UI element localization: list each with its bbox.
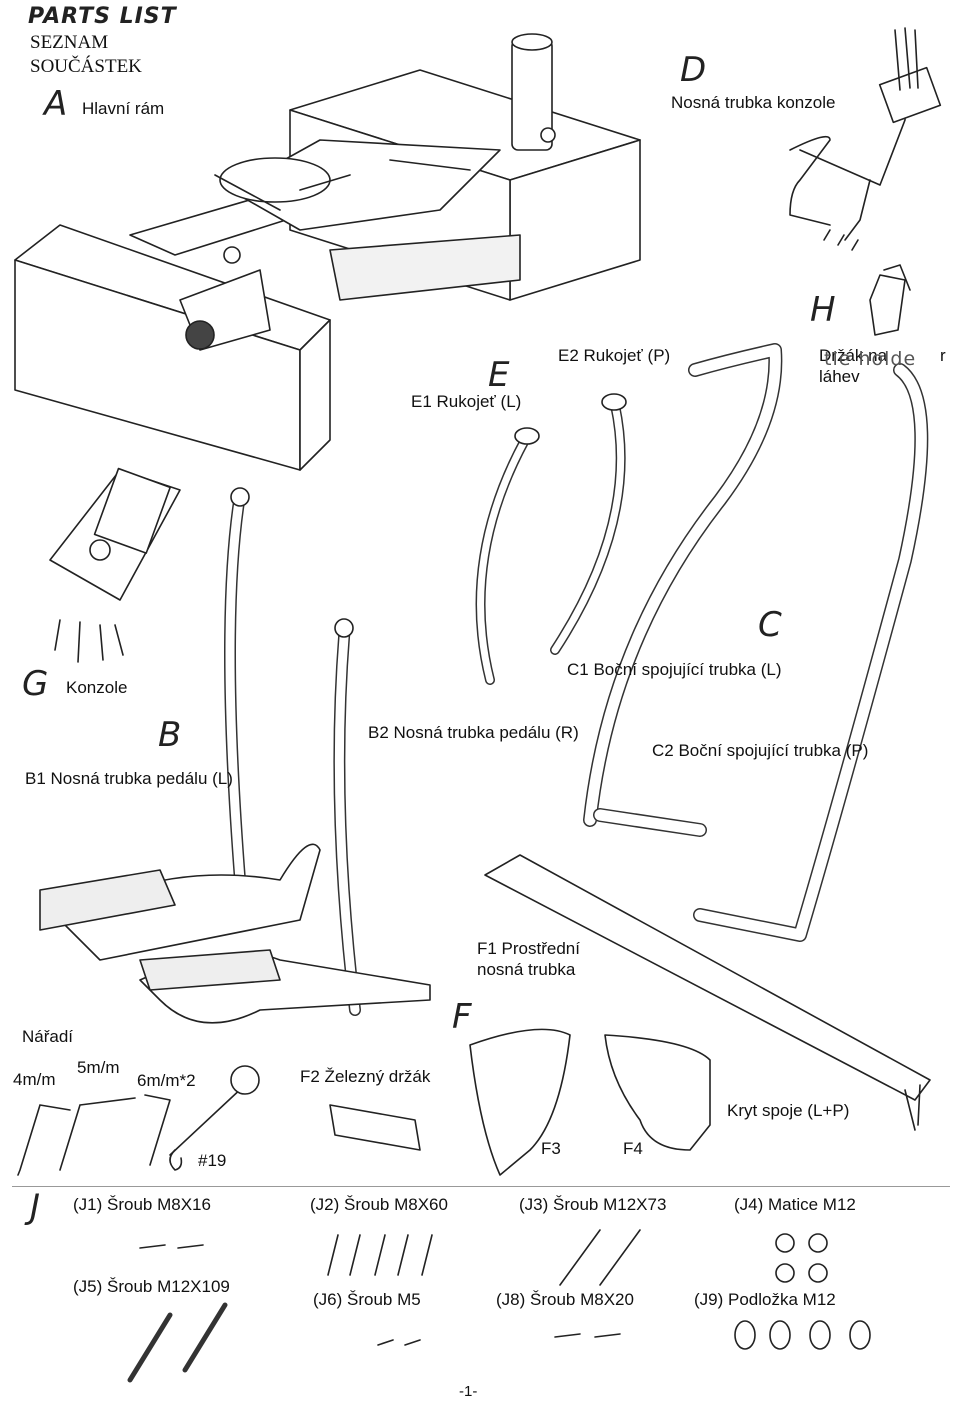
console-drawing: [49, 467, 181, 663]
label-bottle-holder-line1: Držák na: [819, 346, 888, 365]
label-tools: Nářadí: [22, 1027, 74, 1046]
label-tool-4mm: 4m/m: [13, 1070, 56, 1089]
title-line-2: SOUČÁSTEK: [30, 56, 142, 77]
label-handle-e2: E2 Rukojeť (P): [558, 346, 671, 365]
letter-d: D: [680, 50, 707, 90]
label-j4: (J4) Matice M12: [734, 1195, 856, 1214]
letter-h: H: [810, 290, 836, 330]
letter-b: B: [158, 715, 182, 755]
label-j1: (J1) Šroub M8X16: [73, 1195, 211, 1214]
tools-drawing: [17, 1065, 260, 1176]
label-handle-e1: E1 Rukojeť (L): [411, 392, 522, 411]
label-j6: (J6) Šroub M5: [313, 1290, 421, 1309]
title-line-1: SEZNAM: [30, 32, 109, 53]
label-tool-5mm: 5m/m: [77, 1058, 120, 1077]
label-j2: (J2) Šroub M8X60: [310, 1195, 448, 1214]
label-cover-f4: F4: [623, 1139, 643, 1158]
label-pedal-tube-b1: B1 Nosná trubka pedálu (L): [25, 769, 233, 788]
joint-cover-drawings: [469, 1028, 711, 1176]
label-joint-cover: Kryt spoje (L+P): [727, 1101, 850, 1120]
label-j5: (J5) Šroub M12X109: [73, 1277, 230, 1296]
console-tube-drawing: [789, 27, 942, 251]
letter-e: E: [488, 355, 510, 395]
label-console: Konzole: [66, 678, 128, 697]
label-cover-f3: F3: [541, 1139, 561, 1158]
label-bottle-holder-trailing: r: [940, 346, 946, 365]
label-side-tube-c1: C1 Boční spojující trubka (L): [567, 660, 782, 679]
side-tube-drawings: [583, 343, 929, 942]
hardware-divider: [12, 1186, 950, 1187]
letter-g: G: [22, 664, 49, 704]
letter-a: A: [44, 84, 68, 124]
hardware-drawings: [127, 1229, 871, 1383]
label-bottle-holder-line2: láhev: [819, 367, 860, 386]
letter-j: J: [30, 1187, 41, 1227]
middle-tube-drawing: [484, 854, 931, 1131]
label-pedal-tube-b2: B2 Nosná trubka pedálu (R): [368, 723, 579, 742]
bottle-holder-drawing: [869, 264, 911, 336]
letter-f: F: [452, 997, 472, 1037]
label-bottle-holder-overlay: tle holde: [824, 348, 917, 370]
pedal-tube-drawings: [39, 487, 431, 1024]
main-frame-drawing: [14, 33, 641, 471]
label-middle-tube-line1: F1 Prostřední: [477, 939, 580, 958]
parts-list-logo: PARTS LIST: [28, 4, 177, 29]
handle-drawings: [475, 393, 627, 685]
label-iron-bracket: F2 Železný držák: [300, 1067, 431, 1086]
label-j8: (J8) Šroub M8X20: [496, 1290, 634, 1309]
page-number: -1-: [459, 1383, 478, 1400]
label-console-tube: Nosná trubka konzole: [671, 93, 836, 112]
label-main-frame: Hlavní rám: [82, 99, 165, 118]
label-j3: (J3) Šroub M12X73: [519, 1195, 667, 1214]
label-tool-wrench-19: #19: [198, 1151, 227, 1170]
letter-c: C: [758, 605, 782, 645]
label-j9: (J9) Podložka M12: [694, 1290, 836, 1309]
label-side-tube-c2: C2 Boční spojující trubka (P): [652, 741, 869, 760]
label-tool-6mm: 6m/m*2: [137, 1071, 196, 1090]
iron-bracket-drawing: [329, 1104, 421, 1151]
label-middle-tube-line2: nosná trubka: [477, 960, 576, 979]
